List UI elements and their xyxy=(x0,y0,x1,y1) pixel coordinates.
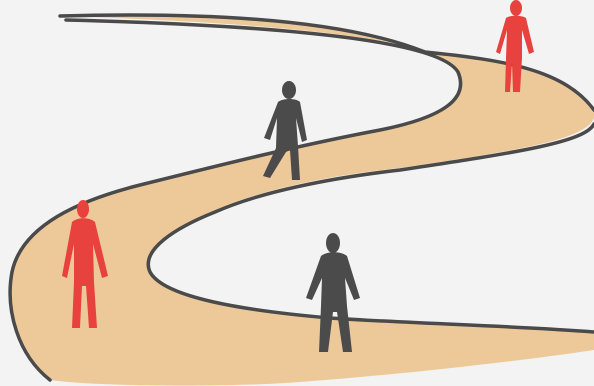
red-figure-top-right xyxy=(496,0,534,92)
path-outer-edge xyxy=(58,13,594,112)
path-inner-edge-lower xyxy=(146,122,594,334)
gray-figure-bottom xyxy=(306,233,360,352)
path-inner-edge-upper xyxy=(8,18,463,382)
red-figure-left xyxy=(62,200,108,328)
gray-figure-upper-middle xyxy=(263,81,307,180)
